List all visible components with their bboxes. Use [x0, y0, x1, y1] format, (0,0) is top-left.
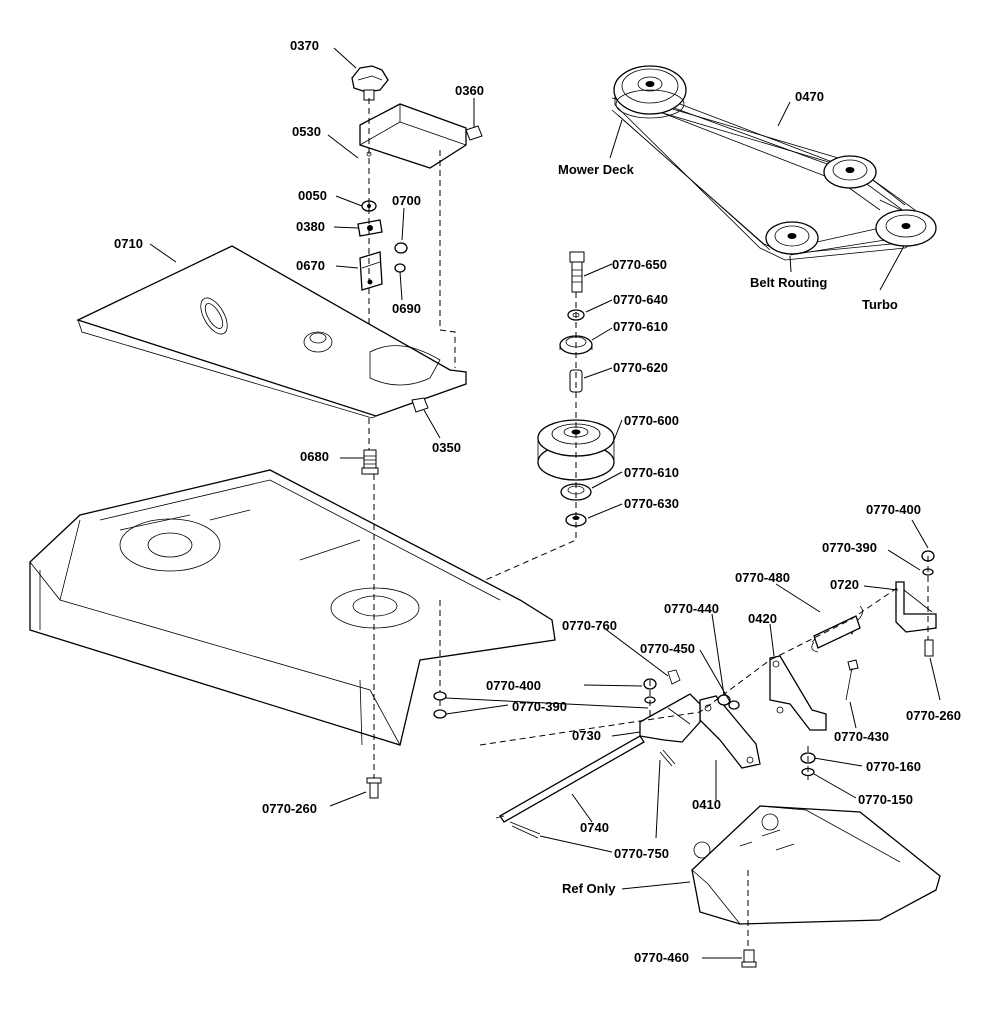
- label-0720: 0720: [830, 577, 859, 592]
- label-0770-750: 0770-750: [614, 846, 669, 861]
- label-0370: 0370: [290, 38, 319, 53]
- label-0710: 0710: [114, 236, 143, 251]
- bolt-0680: [361, 449, 379, 475]
- label-0670: 0670: [296, 258, 325, 273]
- label-0770-150: 0770-150: [858, 792, 913, 807]
- label-0770-480: 0770-480: [735, 570, 790, 585]
- label-0770-640: 0770-640: [613, 292, 668, 307]
- label-0360: 0360: [455, 83, 484, 98]
- label-0770-460: 0770-460: [634, 950, 689, 965]
- rod-0740: [495, 735, 645, 823]
- bolt-0770-460: [741, 949, 757, 968]
- label-0770-390-center: 0770-390: [512, 699, 567, 714]
- label-0770-620: 0770-620: [613, 360, 668, 375]
- bolt-0770-650: [569, 251, 585, 293]
- arm-0420: [769, 655, 827, 731]
- label-0050: 0050: [298, 188, 327, 203]
- bolt-0770-430: [845, 659, 859, 701]
- clip-0770-760: [667, 669, 681, 685]
- clip-0380: [357, 219, 383, 237]
- label-0700: 0700: [392, 193, 421, 208]
- label-0770-440: 0770-440: [664, 601, 719, 616]
- label-ref-only: Ref Only: [562, 881, 616, 896]
- bolt-0360: [465, 125, 483, 141]
- deflector-ref-only: [691, 805, 941, 925]
- belt-routing-pulley-left: [765, 221, 819, 255]
- washer-0690: [394, 263, 406, 273]
- label-0690: 0690: [392, 301, 421, 316]
- bushing-0770-440: [728, 700, 740, 710]
- knob-0370: [351, 65, 389, 101]
- label-0770-760: 0770-760: [562, 618, 617, 633]
- pin-0770-750: [509, 749, 676, 839]
- label-0410: 0410: [692, 797, 721, 812]
- screw-0350: [411, 397, 429, 413]
- label-0730: 0730: [572, 728, 601, 743]
- label-0770-610-lower: 0770-610: [624, 465, 679, 480]
- bracket-0530: [359, 103, 467, 169]
- label-0770-630: 0770-630: [624, 496, 679, 511]
- nut-0770-450: [717, 694, 731, 706]
- belt-routing-inset: [611, 65, 937, 261]
- label-0530: 0530: [292, 124, 321, 139]
- part-labels: 0370 0360 0530 0050 0700 0380 0670 0690 …: [114, 38, 961, 965]
- bolt-0770-260-left: [366, 777, 382, 799]
- label-0770-450: 0770-450: [640, 641, 695, 656]
- cover-plate-0710: [76, 245, 467, 419]
- label-0770-260-left: 0770-260: [262, 801, 317, 816]
- bolt-0770-260-right: [924, 639, 934, 657]
- label-0770-400-right: 0770-400: [866, 502, 921, 517]
- leader-lines: [149, 47, 941, 959]
- label-0770-430: 0770-430: [834, 729, 889, 744]
- label-0350: 0350: [432, 440, 461, 455]
- mower-deck-pulley: [613, 65, 687, 119]
- label-mower-deck: Mower Deck: [558, 162, 635, 177]
- belt-routing-pulley-center: [823, 155, 877, 189]
- label-0770-400-center: 0770-400: [486, 678, 541, 693]
- deck-housing: [29, 469, 556, 746]
- label-0770-600: 0770-600: [624, 413, 679, 428]
- label-0680: 0680: [300, 449, 329, 464]
- label-0420: 0420: [748, 611, 777, 626]
- turbo-pulley: [875, 209, 937, 247]
- bracket-0730: [639, 693, 701, 743]
- label-0740: 0740: [580, 820, 609, 835]
- nut-0700: [394, 242, 408, 254]
- washer-deck: [433, 691, 447, 719]
- label-0770-650: 0770-650: [612, 257, 667, 272]
- label-0770-160: 0770-160: [866, 759, 921, 774]
- pulley-0770-600: [537, 419, 615, 481]
- bracket-0720: [895, 581, 937, 633]
- label-0380: 0380: [296, 219, 325, 234]
- label-0770-610-upper: 0770-610: [613, 319, 668, 334]
- bracket-0670: [359, 251, 383, 291]
- label-0770-260-right: 0770-260: [906, 708, 961, 723]
- label-turbo: Turbo: [862, 297, 898, 312]
- label-0470: 0470: [795, 89, 824, 104]
- spring-0770-480: [811, 605, 863, 653]
- label-belt-routing: Belt Routing: [750, 275, 827, 290]
- label-0770-390-right: 0770-390: [822, 540, 877, 555]
